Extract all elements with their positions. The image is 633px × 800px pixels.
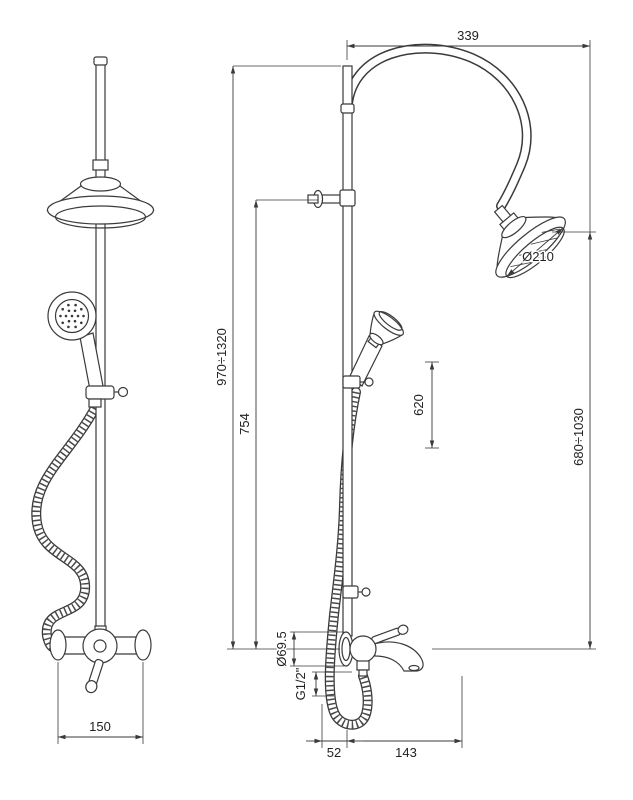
dim-head-diameter-label: Ø210 [522, 249, 554, 264]
front-view: 150 [36, 56, 155, 744]
mixer-spout [373, 641, 424, 672]
side-lower-bracket [342, 585, 371, 599]
front-riser-pipe [95, 63, 106, 635]
dim-head-height-label: 680÷1030 [571, 408, 586, 466]
gooseneck-arch [348, 49, 527, 206]
side-upper-bracket [342, 375, 361, 389]
front-shower-head [46, 159, 155, 229]
front-slider-bracket [85, 385, 129, 408]
dim-total-height: 970÷1320 [213, 65, 341, 650]
wall-supply-tee [307, 189, 356, 209]
dim-slider-travel: 620 [410, 361, 439, 449]
dim-top-width-label: 339 [457, 28, 479, 43]
dim-inlet-centers-label: 150 [89, 719, 111, 734]
mixer-body [349, 635, 377, 663]
side-view: Ø210 620 [213, 27, 596, 762]
dim-wall-offset-label: 52 [327, 745, 341, 760]
dim-head-height: 680÷1030 [432, 231, 596, 650]
front-hose [36, 408, 95, 648]
front-slider-knob [117, 386, 129, 398]
front-mixer [49, 625, 152, 694]
dim-inlet-centers: 150 [57, 662, 144, 744]
dim-column-height: 754 [236, 199, 318, 649]
dim-bottom: 52 143 [306, 676, 463, 762]
gooseneck-collar [340, 103, 355, 114]
dim-thread-size: G1/2" [292, 666, 352, 702]
dim-total-height-label: 970÷1320 [214, 328, 229, 386]
side-shower-head [493, 204, 566, 279]
side-upper-knob [364, 377, 374, 387]
front-right-rosette [134, 629, 152, 661]
dim-rosette-diameter: Ø69.5 [273, 630, 344, 668]
dim-column-height-label: 754 [237, 413, 252, 435]
front-mixer-lever [85, 658, 104, 694]
hand-shower-nozzles [59, 303, 85, 329]
dim-head-diameter: Ø210 [506, 227, 564, 277]
dim-thread-size-label: G1/2" [293, 667, 308, 700]
dim-slider-travel-label: 620 [411, 394, 426, 416]
front-left-rosette [49, 629, 67, 661]
dim-spout-reach-label: 143 [395, 745, 417, 760]
dim-top-width: 339 [346, 27, 591, 232]
side-riser-pipe [342, 65, 353, 637]
side-hand-shower [342, 310, 404, 389]
front-pipe-cap [93, 56, 108, 66]
front-hand-shower [47, 291, 104, 391]
dim-rosette-diameter-label: Ø69.5 [274, 631, 289, 666]
